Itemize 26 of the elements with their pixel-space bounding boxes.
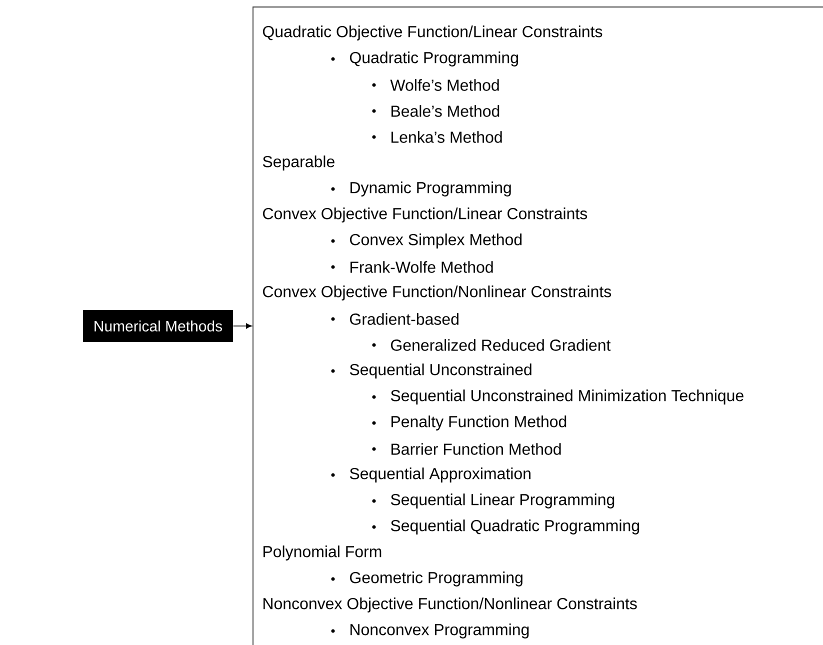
list-item: Quadratic Programming [350, 52, 518, 66]
group-heading: Convex Objective Function/Linear Constraints [263, 208, 588, 222]
list-item: Penalty Function Method [392, 416, 566, 430]
list-item: Sequential Linear Programming [390, 494, 614, 508]
group-heading: Quadratic Objective Function/Linear Constraints [262, 26, 602, 40]
arrow [232, 323, 252, 329]
group-heading: Separable [262, 156, 334, 170]
group-heading: Polynomial Form [264, 546, 382, 560]
list-item: Sequential Quadratic Programming [390, 520, 640, 534]
list-item: Sequential Unconstrained Minimization Technique [390, 390, 744, 404]
label-box: Numerical Methods [83, 310, 233, 342]
list-item: Dynamic Programming [350, 182, 511, 196]
list-item: Frank-Wolfe Method [350, 261, 493, 273]
list-item: Geometric Programming [350, 572, 522, 586]
list-item: Barrier Function Method [392, 443, 561, 455]
list-item: Beale’s Method [392, 105, 500, 117]
list-item: Sequential Unconstrained [350, 364, 532, 378]
list-item: Wolfe’s Method [390, 79, 499, 91]
group-heading: Nonconvex Objective Function/Nonlinear Constraints [264, 598, 637, 612]
list-item: Gradient-based [350, 313, 458, 325]
list-item: Generalized Reduced Gradient [391, 339, 611, 351]
list-item: Convex Simplex Method [350, 234, 522, 248]
group-heading: Convex Objective Function/Nonlinear Constraints [263, 286, 612, 300]
list-item: Lenka’s Method [392, 131, 502, 143]
list-item: Sequential Approximation [350, 468, 530, 482]
list-item: Nonconvex Programming [350, 624, 529, 638]
